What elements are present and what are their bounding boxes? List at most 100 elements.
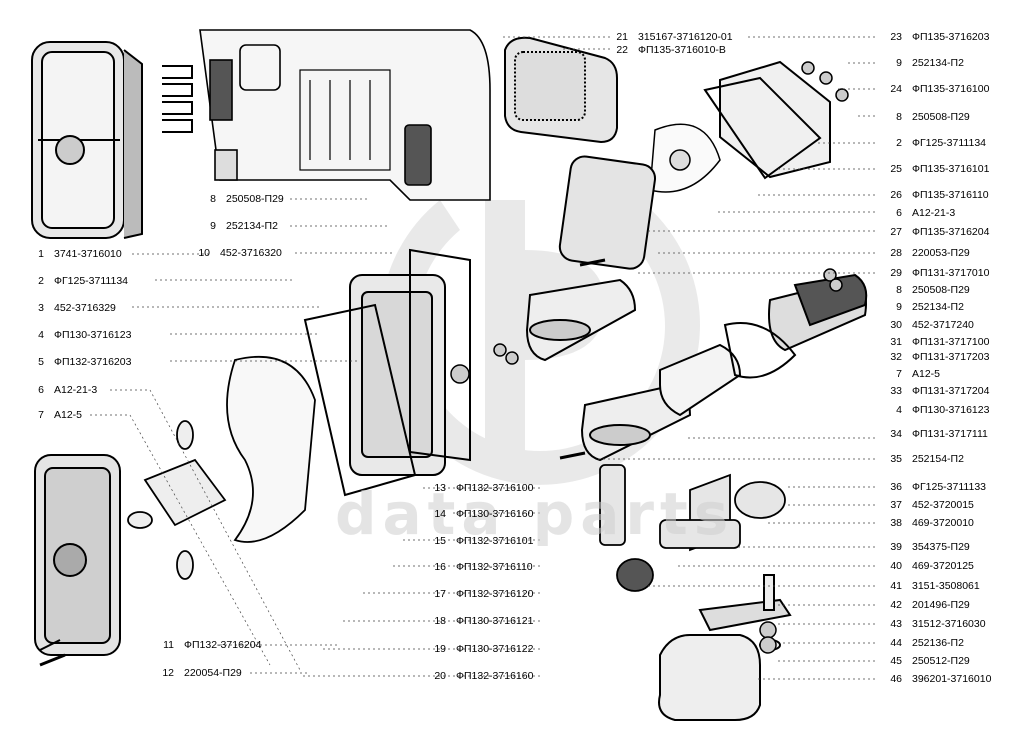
part-number: 18 bbox=[434, 615, 446, 627]
part-code: A12-5 bbox=[912, 368, 941, 380]
part-code: ФП131-3717010 bbox=[912, 267, 990, 279]
part-number: 36 bbox=[890, 481, 902, 493]
part-number: 7 bbox=[896, 368, 902, 380]
part-number: 29 bbox=[890, 267, 902, 279]
part-label: 42 201496-П29 bbox=[884, 599, 970, 611]
part-code: ФП130-3716122 bbox=[456, 643, 534, 655]
part-number: 46 bbox=[890, 673, 902, 685]
part-code: ФП131-3717204 bbox=[912, 385, 990, 397]
part-label: 31 ФП131-3717100 bbox=[884, 336, 989, 348]
part-label: 37 452-3720015 bbox=[884, 499, 974, 511]
part-code: ФП132-3716204 bbox=[184, 639, 262, 651]
part-code: 31512-3716030 bbox=[912, 618, 986, 630]
side-marker-lamp-top bbox=[504, 36, 618, 144]
part-number: 8 bbox=[896, 284, 902, 296]
part-label: 33 ФП131-3717204 bbox=[884, 385, 989, 397]
part-code: 469-3720125 bbox=[912, 560, 974, 572]
part-number: 40 bbox=[890, 560, 902, 572]
part-number: 32 bbox=[890, 351, 902, 363]
leader-lines bbox=[90, 36, 875, 680]
license-lamp-bracket bbox=[723, 273, 868, 379]
part-code: 452-3717240 bbox=[912, 319, 974, 331]
part-number: 41 bbox=[890, 580, 902, 592]
part-code: ФП131-3717111 bbox=[912, 428, 988, 440]
part-code: ФП135-3716110 bbox=[912, 189, 989, 201]
part-number: 37 bbox=[890, 499, 902, 511]
part-code: A12-21-3 bbox=[912, 207, 956, 219]
part-number: 7 bbox=[38, 409, 44, 421]
part-number: 12 bbox=[162, 667, 174, 679]
part-number: 31 bbox=[890, 336, 902, 348]
part-number: 3 bbox=[38, 302, 44, 314]
watermark-text: data parts bbox=[335, 480, 735, 548]
part-code: 252134-П2 bbox=[912, 57, 964, 69]
part-number: 5 bbox=[38, 356, 44, 368]
part-number: 10 bbox=[198, 247, 210, 259]
part-number: 22 bbox=[616, 44, 628, 56]
part-code: 252136-П2 bbox=[912, 637, 964, 649]
part-number: 2 bbox=[896, 137, 902, 149]
part-number: 13 bbox=[434, 482, 446, 494]
part-code: ФП132-3716120 bbox=[456, 588, 534, 600]
lens-26 bbox=[558, 155, 657, 270]
part-code: ФП132-3716203 bbox=[54, 356, 132, 368]
part-code: 201496-П29 bbox=[912, 599, 970, 611]
part-code: ФП132-3716101 bbox=[456, 535, 534, 547]
part-number: 19 bbox=[434, 643, 446, 655]
part-code: ФП131-3717100 bbox=[912, 336, 990, 348]
part-number: 4 bbox=[896, 404, 902, 416]
part-number: 8 bbox=[896, 111, 902, 123]
part-number: 1 bbox=[38, 248, 44, 260]
part-code: ФП132-3716160 bbox=[456, 670, 534, 682]
part-label: 8 250508-П29 bbox=[884, 284, 970, 296]
part-number: 4 bbox=[38, 329, 44, 341]
central-lamp-housing bbox=[303, 248, 471, 497]
part-number: 42 bbox=[890, 599, 902, 611]
part-number: 14 bbox=[434, 508, 446, 520]
part-number: 33 bbox=[890, 385, 902, 397]
part-code: 250508-П29 bbox=[912, 284, 970, 296]
part-code: ФП132-3716110 bbox=[456, 561, 533, 573]
bulb-socket-left bbox=[127, 420, 227, 580]
part-code: 250512-П29 bbox=[912, 655, 970, 667]
part-code: 354375-П29 bbox=[912, 541, 970, 553]
fasteners bbox=[39, 61, 849, 667]
part-number: 38 bbox=[890, 517, 902, 529]
part-code: 396201-3716010 bbox=[912, 673, 992, 685]
vehicle-rear-body bbox=[199, 29, 491, 201]
part-number: 9 bbox=[896, 57, 902, 69]
part-code: 250508-П29 bbox=[226, 193, 284, 205]
part-code: ФГ125-3711133 bbox=[912, 481, 987, 493]
part-number: 28 bbox=[890, 247, 902, 259]
part-code: ФП135-3716100 bbox=[912, 83, 990, 95]
part-code: 252134-П2 bbox=[912, 301, 964, 313]
part-number: 6 bbox=[896, 207, 902, 219]
part-code: 452-3720015 bbox=[912, 499, 974, 511]
part-code: ФП135-3716204 bbox=[912, 226, 990, 238]
part-number: 9 bbox=[210, 220, 216, 232]
rear-lamp-large bbox=[31, 41, 143, 239]
